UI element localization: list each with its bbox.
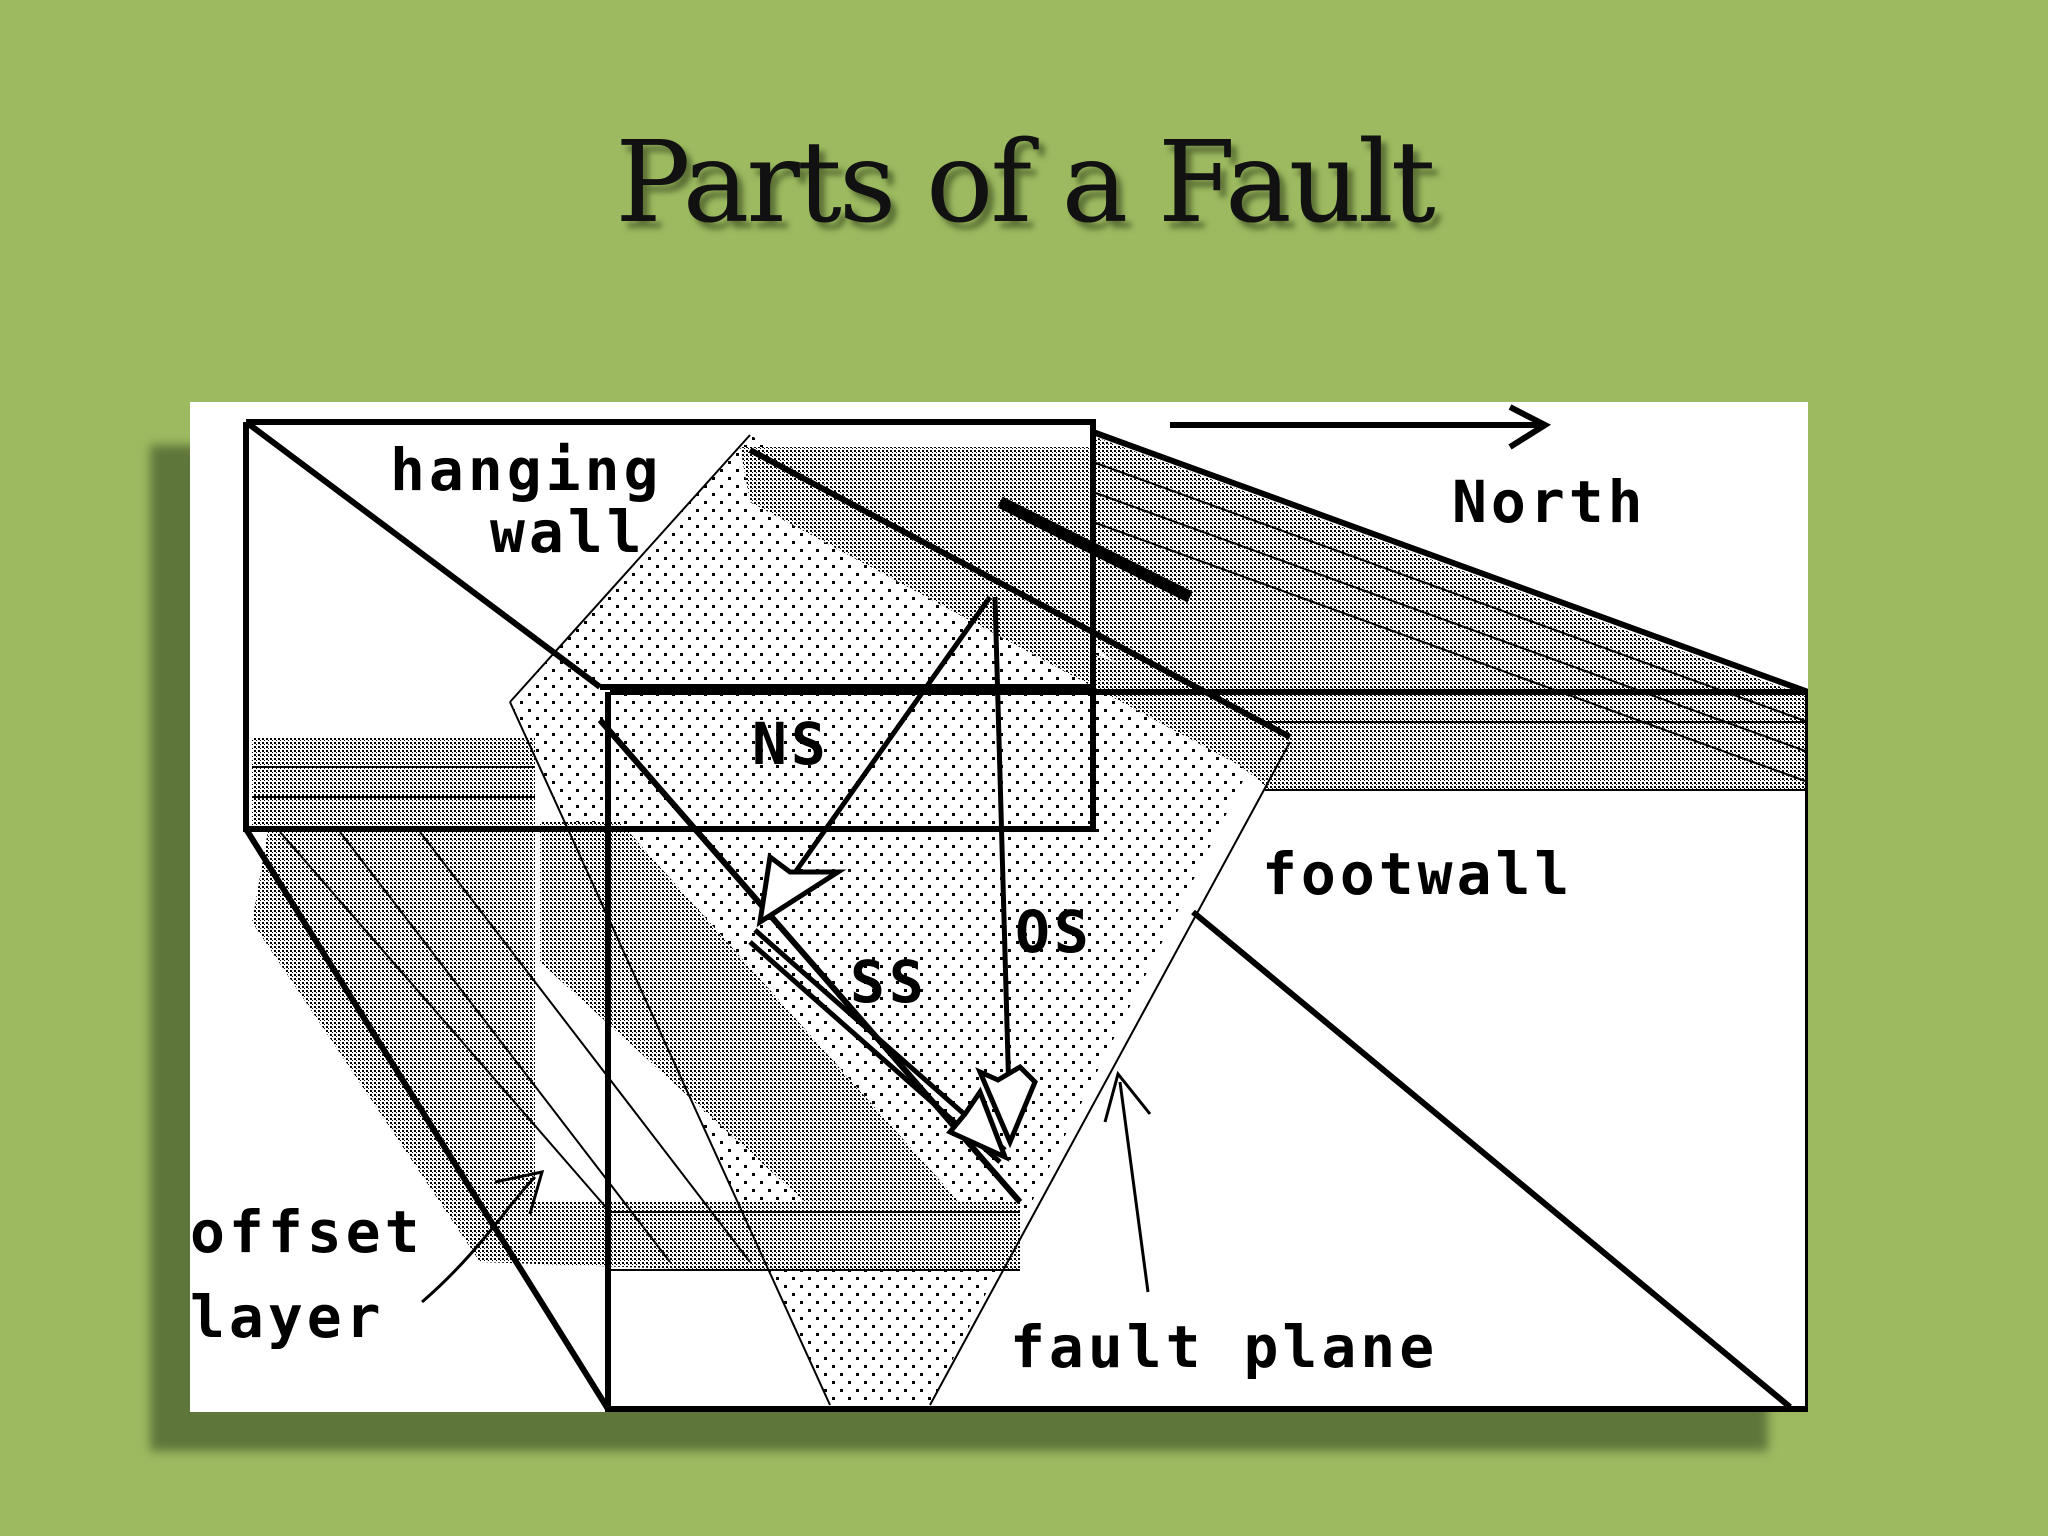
hanging-wall-edge-left bbox=[244, 419, 602, 690]
fault-diagram: hanging wall North footwall NS OS SS off… bbox=[190, 402, 1808, 1412]
footwall-layer-front bbox=[1265, 722, 1808, 790]
hanging-wall-box bbox=[243, 419, 1096, 832]
footwall-top-edge bbox=[1091, 429, 1808, 695]
footwall-diagonal bbox=[1191, 909, 1792, 1410]
fault-plane-pointer-head bbox=[1103, 1070, 1152, 1123]
offset-layer-label-line2: layer bbox=[190, 1283, 385, 1351]
fault-plane-label: fault plane bbox=[1010, 1313, 1438, 1381]
block-outlines bbox=[243, 419, 1808, 1412]
ss-arrowhead bbox=[945, 1086, 1010, 1162]
offset-layer-slope bbox=[540, 822, 1020, 1270]
ns-arrowhead bbox=[756, 852, 847, 928]
ss-label: SS bbox=[850, 948, 928, 1016]
fault-diagram-svg: hanging wall North footwall NS OS SS off… bbox=[190, 404, 1808, 1412]
fault-plane-pointer bbox=[1118, 1081, 1150, 1293]
north-arrow bbox=[1170, 404, 1552, 450]
fault-trace-lower bbox=[597, 718, 1023, 1204]
slip-arrows bbox=[748, 595, 1038, 1164]
pointer-arrows bbox=[421, 1070, 1152, 1304]
footwall-box bbox=[605, 689, 1808, 1412]
hanging-wall-label-line1: hanging bbox=[390, 436, 662, 504]
ns-label: NS bbox=[752, 710, 830, 778]
slide-title: Parts of a Fault bbox=[615, 118, 1435, 248]
hanging-wall-top-band bbox=[740, 447, 1300, 782]
wedge-edge bbox=[243, 827, 611, 1411]
offset-layer-label-line1: offset bbox=[190, 1198, 424, 1266]
offset-layer-pointer-head bbox=[494, 1170, 545, 1215]
north-label: North bbox=[1452, 468, 1647, 536]
hanging-wall-label-line2: wall bbox=[490, 498, 646, 566]
strata-lines bbox=[252, 434, 1808, 1406]
os-arrowhead bbox=[975, 1063, 1038, 1149]
strike-arrow bbox=[997, 496, 1193, 603]
os-arrow-shaft bbox=[992, 596, 1013, 1133]
footwall-label: footwall bbox=[1262, 840, 1573, 908]
fault-trace bbox=[748, 447, 1292, 740]
footwall-layer bbox=[1090, 435, 1808, 790]
os-label: OS bbox=[1015, 898, 1093, 966]
offset-layer-pointer bbox=[421, 1175, 537, 1304]
ns-arrow-shaft bbox=[757, 595, 993, 924]
